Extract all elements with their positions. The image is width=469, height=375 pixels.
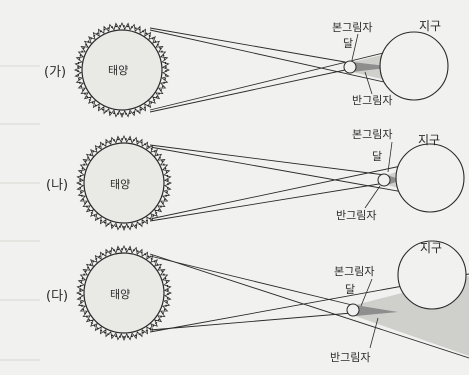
- panel-na-umbra-label: 본그림자: [352, 128, 392, 141]
- panel-ga-earth-label: 지구: [419, 19, 441, 33]
- panel-da-earth-label: 지구: [420, 241, 442, 255]
- panel-na-sun-label: 태양: [110, 178, 130, 191]
- panel-na-umbra: [387, 175, 402, 185]
- panel-ga-umbra-label: 본그림자: [332, 21, 372, 34]
- panel-da: 태양 (다) 지구 본그림자 달 반그림자: [46, 240, 469, 364]
- panel-ga-umbra-leader: [351, 33, 359, 61]
- panel-da-umbra: [355, 305, 398, 316]
- panel-da-label: (다): [46, 289, 68, 304]
- panel-na-moon-label: 달: [372, 150, 382, 163]
- panel-da-moon: [346, 303, 360, 317]
- panel-ga-moon: [343, 60, 357, 74]
- panel-na-earth-label: 지구: [418, 133, 440, 147]
- panel-da-penumbra-leader: [369, 317, 379, 349]
- panel-da-sun-label: 태양: [110, 288, 130, 301]
- panel-ga-moon-label: 달: [343, 37, 353, 50]
- panel-da-sun: [76, 245, 172, 341]
- panel-da-umbra-leader: [360, 278, 373, 307]
- panel-na-rays: [149, 144, 421, 222]
- panel-da-umbra-label: 본그림자: [334, 265, 374, 278]
- panel-ga-earth: [379, 31, 449, 101]
- panel-da-earth: [397, 240, 467, 310]
- panel-ga-rays: [149, 27, 421, 113]
- panel-na-moon: [377, 173, 391, 187]
- panel-na-sun: [76, 135, 172, 231]
- panel-na: 태양 (나) 지구 본그림자 달 반그림자: [46, 128, 465, 231]
- panel-da-moon-label: 달: [345, 283, 355, 296]
- panel-ga: 태양 (가) 지구 본그림자 달 반그림자: [44, 19, 449, 118]
- panel-na-earth: [395, 143, 465, 213]
- paper-lines: [0, 65, 40, 361]
- panel-na-penumbra-leader: [364, 185, 381, 209]
- panel-ga-sun: [74, 22, 170, 118]
- panel-ga-label: (가): [44, 65, 66, 80]
- panel-da-penumbra-label: 반그림자: [330, 351, 370, 364]
- panel-ga-penumbra-label: 반그림자: [352, 94, 392, 107]
- panel-na-umbra-leader: [387, 141, 393, 173]
- panel-na-penumbra-label: 반그림자: [336, 209, 376, 222]
- panel-ga-umbra: [352, 62, 395, 72]
- panel-ga-penumbra-leader: [364, 71, 373, 95]
- panel-na-label: (나): [46, 178, 68, 193]
- panel-ga-sun-label: 태양: [108, 64, 128, 77]
